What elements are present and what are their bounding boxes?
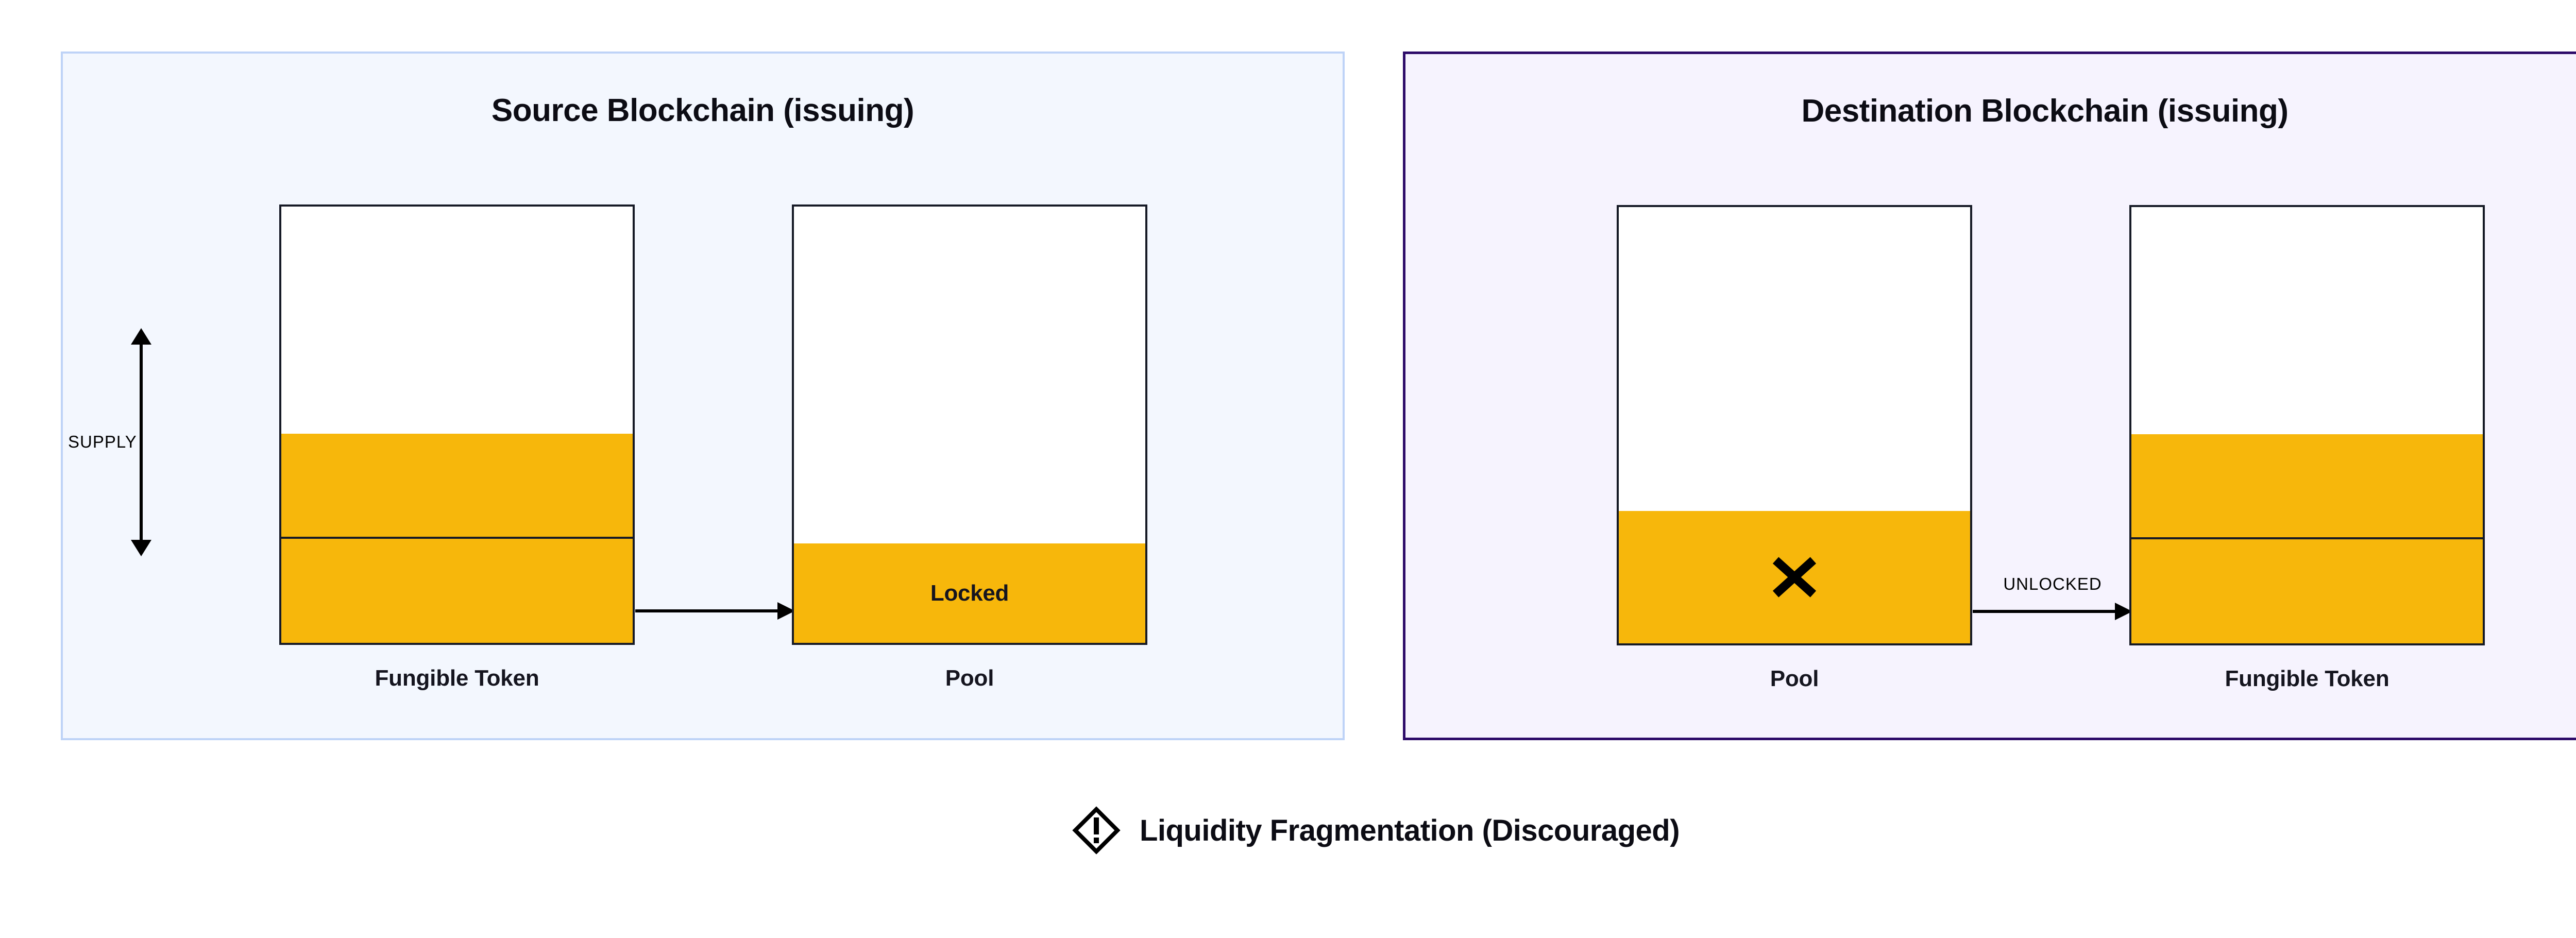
destination-blockchain-panel: Destination Blockchain (issuing) Pool UN… xyxy=(1403,52,2576,740)
source-supply-label: SUPPLY xyxy=(68,432,137,451)
destination-panel-title: Destination Blockchain (issuing) xyxy=(1801,93,2289,129)
destination-fungible-token-bar xyxy=(2129,205,2485,645)
source-flow-right-arrow-icon xyxy=(635,602,795,620)
destination-pool-bar-group: Pool xyxy=(1617,205,1972,691)
warning-diamond-icon xyxy=(1070,804,1123,857)
source-supply-arrow-icon xyxy=(131,328,151,556)
source-fungible-token-caption: Fungible Token xyxy=(375,666,539,691)
source-pool-locked-label: Locked xyxy=(930,580,1009,606)
source-ft-segment-bridged xyxy=(281,537,633,643)
footer-note: Liquidity Fragmentation (Discouraged) xyxy=(0,804,2576,857)
destination-ft-segment-circulating xyxy=(2131,434,2483,537)
source-pool-bar: Locked xyxy=(792,204,1147,645)
source-fungible-token-bar xyxy=(279,204,635,645)
source-pool-bar-group: Locked Pool xyxy=(792,204,1147,691)
x-mark-icon xyxy=(1772,555,1817,600)
destination-flow-label: UNLOCKED xyxy=(2003,574,2102,593)
arrow-shaft xyxy=(140,343,143,542)
exclamation-stem xyxy=(1093,817,1099,834)
destination-fungible-token-caption: Fungible Token xyxy=(2225,666,2389,691)
exclamation-dot xyxy=(1093,838,1099,843)
source-pool-caption: Pool xyxy=(945,666,994,691)
destination-pool-bar xyxy=(1617,205,1972,645)
source-fungible-token-bar-group: Fungible Token xyxy=(279,204,635,691)
destination-pool-caption: Pool xyxy=(1770,666,1819,691)
destination-flow-right-arrow-icon xyxy=(1973,603,2132,620)
arrow-line xyxy=(1973,610,2117,613)
footer-note-text: Liquidity Fragmentation (Discouraged) xyxy=(1139,813,1680,847)
destination-pool-segment-blocked xyxy=(1619,511,1970,643)
destination-fungible-token-bar-group: Fungible Token xyxy=(2129,205,2485,691)
source-pool-segment-locked: Locked xyxy=(794,543,1145,643)
source-blockchain-panel: Source Blockchain (issuing) SUPPLY Fungi… xyxy=(61,52,1345,740)
source-panel-title: Source Blockchain (issuing) xyxy=(491,93,914,128)
destination-ft-segment-minted xyxy=(2131,537,2483,643)
arrow-head-down-icon xyxy=(131,540,151,556)
source-ft-segment-circulating xyxy=(281,434,633,537)
arrow-head-up-icon xyxy=(131,328,151,345)
arrow-line xyxy=(635,609,779,612)
